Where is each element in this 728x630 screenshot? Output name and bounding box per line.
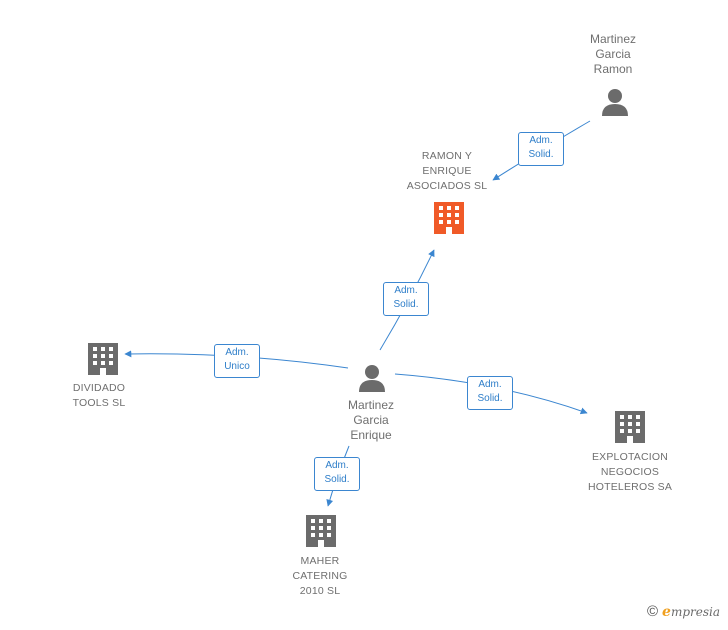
node-label-explotacion-company[interactable]: EXPLOTACION NEGOCIOS HOTELEROS SA <box>587 451 673 493</box>
node-label-dividado-company[interactable]: DIVIDADO TOOLS SL <box>72 382 126 409</box>
building-icon[interactable] <box>615 411 645 443</box>
edge-label-enrique-to-company[interactable]: Adm. Solid. <box>383 282 429 316</box>
brand-logo: empresia <box>662 603 720 620</box>
person-icon[interactable] <box>602 89 628 116</box>
building-icon[interactable] <box>88 343 118 375</box>
copyright-symbol: © <box>646 603 659 620</box>
brand-watermark: © empresia <box>647 603 720 620</box>
edge-label-enrique-to-maher[interactable]: Adm. Solid. <box>314 457 360 491</box>
node-label-maher-company[interactable]: MAHER CATERING 2010 SL <box>292 555 348 597</box>
node-label-ramon-person[interactable]: Martinez Garcia Ramon <box>589 32 636 76</box>
edge-label-enrique-to-explotacion[interactable]: Adm. Solid. <box>467 376 513 410</box>
building-icon[interactable] <box>306 515 336 547</box>
edge-label-ramon-to-company[interactable]: Adm. Solid. <box>518 132 564 166</box>
edge-label-enrique-to-dividado[interactable]: Adm. Unico <box>214 344 260 378</box>
person-icon[interactable] <box>359 365 385 392</box>
building-icon[interactable] <box>434 202 464 234</box>
node-label-enrique-person[interactable]: Martinez Garcia Enrique <box>347 398 394 442</box>
node-label-ramon-enrique-company[interactable]: RAMON Y ENRIQUE ASOCIADOS SL <box>406 150 488 192</box>
